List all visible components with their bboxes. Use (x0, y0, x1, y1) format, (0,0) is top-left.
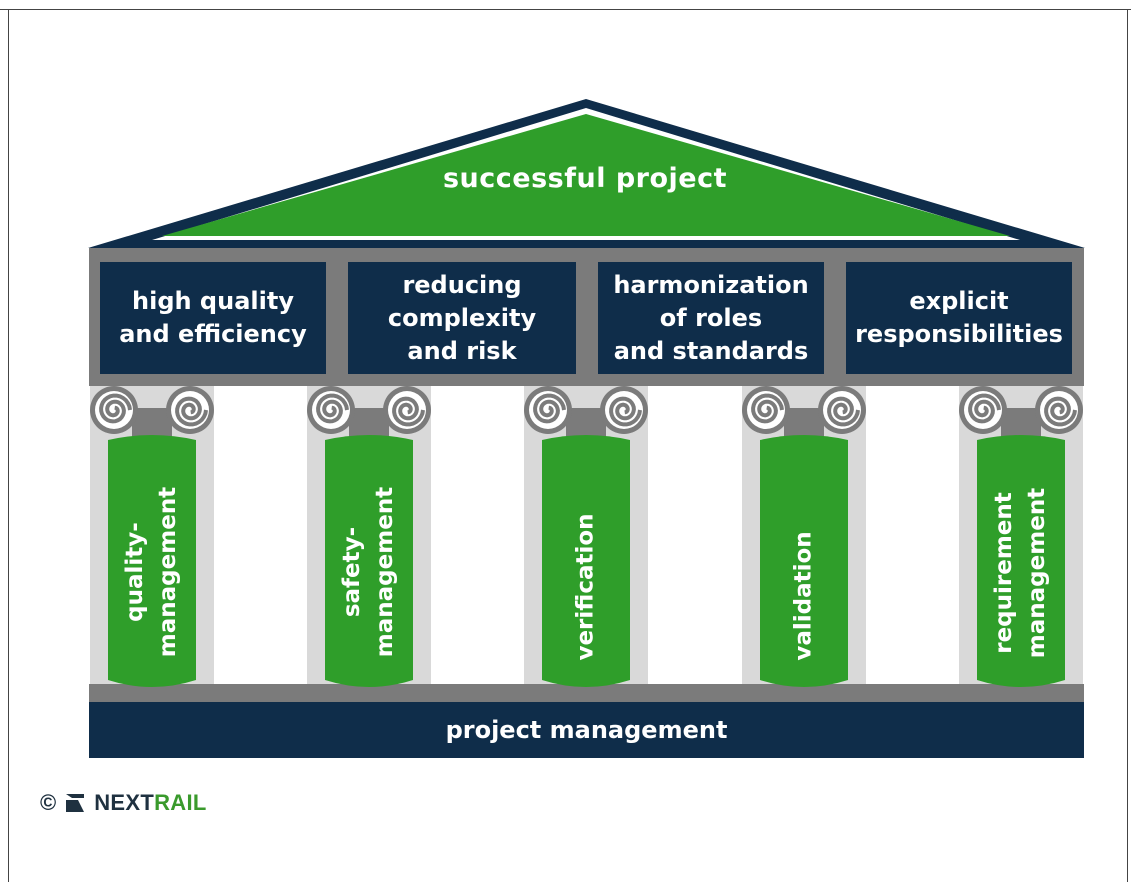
pillar-line: safety- (339, 526, 365, 618)
pillar-line: management (372, 486, 398, 658)
volute-spiral (968, 393, 1001, 424)
frame-top-border (0, 9, 1131, 10)
beam-line: harmonization (613, 270, 809, 299)
beam-line: and risk (407, 336, 517, 365)
volute-spiral (175, 396, 208, 427)
volute-spiral (1044, 396, 1077, 427)
nextrail-mark-icon (66, 794, 85, 812)
beam-reducing-complexity: reducing complexity and risk (348, 262, 576, 374)
pillar-line: verification (572, 513, 599, 661)
volute-spiral (99, 393, 132, 424)
volute-spiral (316, 393, 349, 424)
roof-title: successful project (442, 163, 728, 194)
foundation-label: project management (89, 702, 1084, 758)
beam-line: reducing (402, 270, 522, 299)
logo-text-rail: RAIL (154, 790, 207, 815)
volute-spiral (751, 393, 784, 424)
beam-harmonization: harmonization of roles and standards (598, 262, 824, 374)
frame-right-border (1127, 9, 1128, 882)
column-shaft (325, 435, 413, 687)
beam-high-quality: high quality and efficiency (100, 262, 326, 374)
roof-green (162, 114, 1010, 236)
pillar-line: validation (790, 531, 817, 661)
stylobate (89, 684, 1084, 702)
column-shaft (760, 435, 848, 687)
logo-text-next: NEXT (94, 790, 155, 815)
pillar-line: management (1024, 487, 1050, 659)
nextrail-logo: © NEXTRAIL (40, 788, 207, 818)
pillar-line: requirement (991, 492, 1017, 654)
volute-spiral (827, 396, 860, 427)
column-shaft (977, 435, 1065, 687)
beam-line: and standards (613, 336, 809, 365)
volute-spiral (392, 396, 425, 427)
pillar-line: quality- (122, 522, 148, 622)
beam-line: responsibilities (855, 320, 1063, 348)
beam-explicit-responsibilities: explicit responsibilities (846, 262, 1072, 374)
frame-left-border (8, 9, 9, 882)
beam-line: and efficiency (119, 320, 307, 348)
beam-line: explicit (909, 287, 1009, 315)
pillars-group (90, 386, 1083, 687)
column-shaft (542, 435, 630, 687)
copyright-symbol: © (40, 790, 57, 815)
beam-line: high quality (132, 287, 294, 315)
pillar-line: management (155, 486, 181, 658)
beam-line: of roles (659, 303, 763, 332)
column-shaft (108, 435, 196, 687)
volute-spiral (533, 393, 566, 424)
volute-spiral (609, 396, 642, 427)
beam-line: complexity (387, 303, 537, 332)
